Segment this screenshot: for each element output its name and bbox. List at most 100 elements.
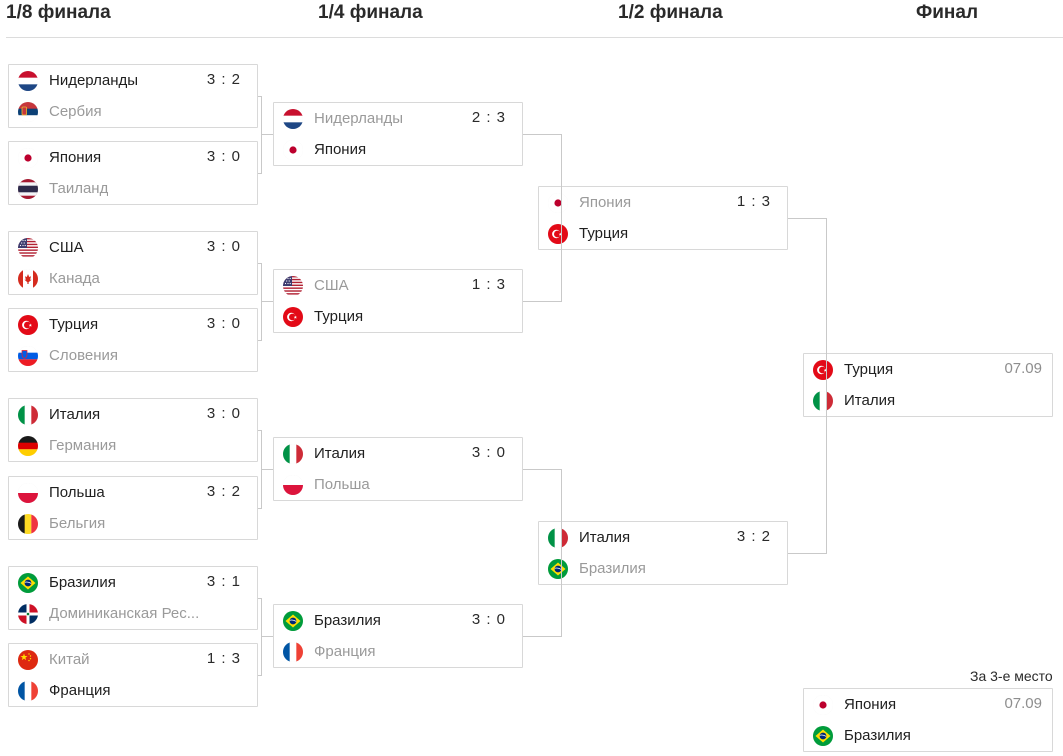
round-title-final: Финал <box>916 2 979 23</box>
team-row-away[interactable]: Словения <box>9 340 257 371</box>
team-row-away[interactable]: Турция <box>274 301 522 332</box>
flag-fr-icon <box>283 641 303 662</box>
team-row-away[interactable]: Польша <box>274 469 522 500</box>
team-name: Германия <box>49 437 117 454</box>
team-row-away[interactable]: Таиланд <box>9 173 257 204</box>
flag-si-icon <box>18 345 38 366</box>
bracket-connector <box>261 134 273 135</box>
bracket-connector <box>258 96 261 97</box>
match-score: 3 : 0 <box>471 611 506 628</box>
flag-de-icon <box>18 435 38 456</box>
team-name: Турция <box>579 225 629 242</box>
match-score: 1 : 3 <box>736 193 771 210</box>
team-row-away[interactable]: Доминиканская Рес... <box>9 598 257 629</box>
flag-be-icon <box>18 513 38 534</box>
flag-jp-icon <box>283 139 303 160</box>
flag-tr-icon <box>813 359 833 380</box>
team-row-away[interactable]: Турция <box>539 218 787 249</box>
team-name: Китай <box>49 651 90 668</box>
bracket-connector <box>258 430 261 431</box>
team-row-home[interactable]: США <box>274 270 522 301</box>
match-score: 3 : 0 <box>206 405 241 422</box>
team-row-home[interactable]: Китай <box>9 644 257 675</box>
team-row-home[interactable]: Польша <box>9 477 257 508</box>
team-row-away[interactable]: Япония <box>274 134 522 165</box>
team-row-away[interactable]: Бельгия <box>9 508 257 539</box>
team-name: Франция <box>49 682 111 699</box>
flag-br-icon <box>18 572 38 593</box>
bracket-connector <box>788 553 826 554</box>
flag-us-icon <box>18 237 38 258</box>
round-title-qf: 1/4 финала <box>318 2 423 23</box>
flag-it-icon <box>813 390 833 411</box>
bracket-connector <box>561 469 562 637</box>
team-row-home[interactable]: Италия <box>539 522 787 553</box>
flag-pl-icon <box>18 482 38 503</box>
team-row-away[interactable]: Франция <box>9 675 257 706</box>
team-name: Италия <box>314 445 366 462</box>
team-name: Польша <box>314 476 370 493</box>
bracket-connector <box>561 134 562 302</box>
flag-pl-icon <box>283 474 303 495</box>
team-name: США <box>314 277 349 294</box>
flag-it-icon <box>283 443 303 464</box>
team-row-away[interactable]: Сербия <box>9 96 257 127</box>
team-name: Доминиканская Рес... <box>49 605 200 622</box>
team-name: Италия <box>579 529 631 546</box>
team-row-away[interactable]: Бразилия <box>539 553 787 584</box>
team-row-away[interactable]: Германия <box>9 430 257 461</box>
team-row-home[interactable]: Италия <box>9 399 257 430</box>
team-row-away[interactable]: Бразилия <box>804 720 1052 751</box>
team-row-home[interactable]: Япония <box>804 689 1052 720</box>
flag-jp-icon <box>813 694 833 715</box>
team-name: Бразилия <box>844 727 911 744</box>
team-row-home[interactable]: Бразилия <box>274 605 522 636</box>
bracket-connector <box>258 340 261 341</box>
bracket-connector <box>258 263 261 264</box>
team-name: Турция <box>314 308 364 325</box>
match-score: 3 : 0 <box>471 444 506 461</box>
flag-br-icon <box>283 610 303 631</box>
team-row-away[interactable]: Италия <box>804 385 1052 416</box>
team-row-home[interactable]: Япония <box>539 187 787 218</box>
team-row-home[interactable]: Турция <box>9 309 257 340</box>
team-name: Словения <box>49 347 119 364</box>
bracket-connector <box>523 134 561 135</box>
team-row-home[interactable]: Нидерланды <box>274 103 522 134</box>
team-row-home[interactable]: Япония <box>9 142 257 173</box>
team-name: Таиланд <box>49 180 109 197</box>
team-row-away[interactable]: Канада <box>9 263 257 294</box>
team-name: США <box>49 239 84 256</box>
bracket-connector <box>261 263 262 341</box>
third-place-label: За 3-е место <box>970 668 1053 684</box>
team-name: Япония <box>579 194 632 211</box>
team-row-home[interactable]: Италия <box>274 438 522 469</box>
team-row-home[interactable]: США <box>9 232 257 263</box>
bracket-connector <box>788 218 826 219</box>
bracket-connector <box>826 218 827 554</box>
team-row-home[interactable]: Бразилия <box>9 567 257 598</box>
match-score: 3 : 2 <box>206 483 241 500</box>
team-name: Польша <box>49 484 105 501</box>
flag-nl-icon <box>18 70 38 91</box>
match-date: 07.09 <box>1004 695 1042 712</box>
team-name: Япония <box>314 141 367 158</box>
team-row-home[interactable]: Нидерланды <box>9 65 257 96</box>
team-row-away[interactable]: Франция <box>274 636 522 667</box>
